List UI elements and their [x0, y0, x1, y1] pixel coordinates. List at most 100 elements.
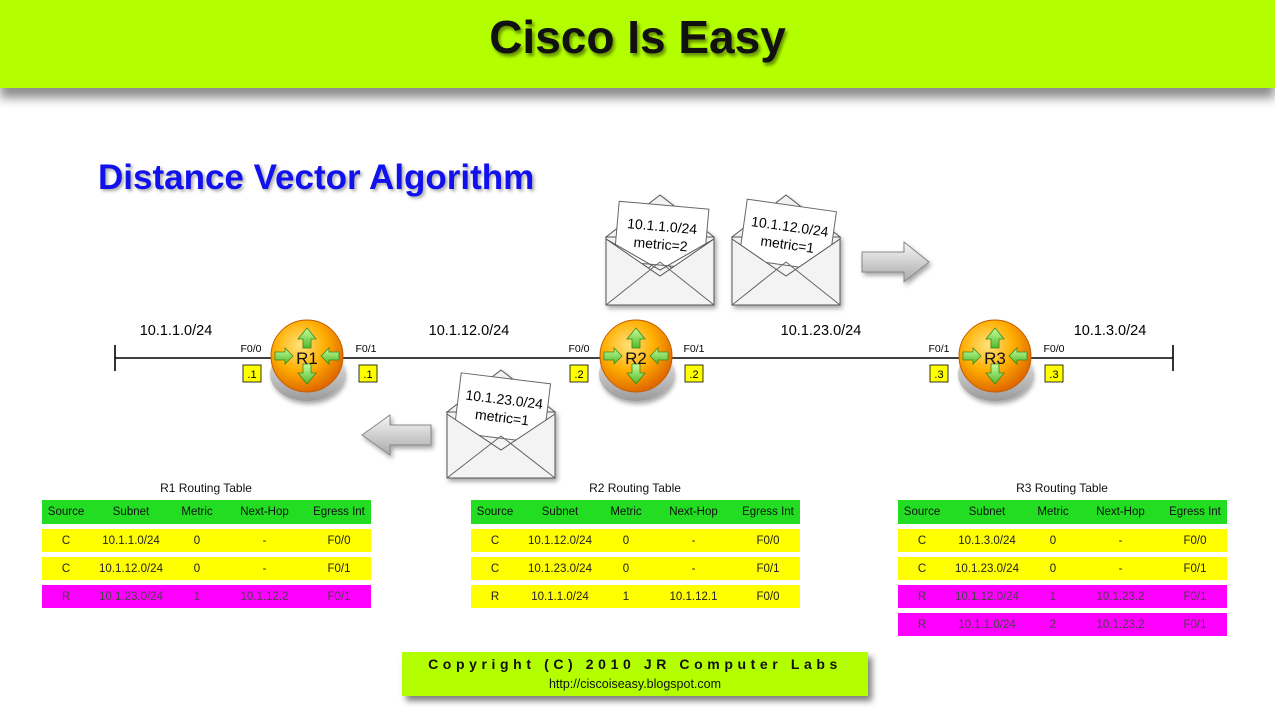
ip-suffix: .3	[934, 369, 943, 381]
cell-egress: F0/1	[307, 557, 371, 580]
cell-next-hop: -	[651, 529, 736, 552]
router-r3: R3 F0/1 F0/0 .3 .3	[928, 319, 1065, 401]
cell-egress: F0/1	[307, 585, 371, 608]
r3-table-title: R3 Routing Table	[1016, 481, 1108, 495]
column-header: Metric	[601, 500, 651, 524]
ip-suffix: .2	[574, 369, 583, 381]
cell-egress: F0/0	[736, 585, 800, 608]
cell-metric: 0	[1028, 557, 1078, 580]
router-name: R2	[625, 349, 647, 368]
cell-subnet: 10.1.1.0/24	[90, 529, 172, 552]
interface-label: F0/1	[928, 343, 949, 355]
network-label-r2-r3: 10.1.23.0/24	[781, 323, 862, 339]
cell-next-hop: -	[1078, 557, 1163, 580]
table-row: C 10.1.12.0/24 0 - F0/1	[42, 557, 371, 580]
cell-egress: F0/1	[1163, 613, 1227, 636]
column-header: Next-Hop	[651, 500, 736, 524]
router-r1: R1 F0/0 F0/1 .1 .1	[240, 319, 378, 401]
column-header: Next-Hop	[1078, 500, 1163, 524]
interface-label: F0/0	[240, 343, 261, 355]
routing-update-1: 10.1.1.0/24 metric=2	[604, 194, 716, 306]
routing-update-2: 10.1.12.0/24 metric=1	[730, 194, 842, 306]
router-name: R1	[296, 349, 318, 368]
r3-routing-table: Source Subnet Metric Next-Hop Egress Int…	[898, 495, 1227, 641]
cell-subnet: 10.1.23.0/24	[946, 557, 1028, 580]
table-header: Source Subnet Metric Next-Hop Egress Int	[471, 500, 800, 524]
cell-metric: 0	[172, 557, 222, 580]
column-header: Subnet	[90, 500, 172, 524]
column-header: Source	[898, 500, 946, 524]
cell-next-hop: 10.1.23.2	[1078, 613, 1163, 636]
ip-suffix: .3	[1049, 369, 1058, 381]
table-row: R 10.1.12.0/24 1 10.1.23.2 F0/1	[898, 585, 1227, 608]
router-name: R3	[984, 349, 1006, 368]
network-label-r3-lan: 10.1.3.0/24	[1074, 323, 1147, 339]
ip-badge	[684, 364, 704, 383]
interface-label: F0/1	[683, 343, 704, 355]
cell-subnet: 10.1.12.0/24	[946, 585, 1028, 608]
cell-source: R	[898, 613, 946, 636]
r1-routing-table: Source Subnet Metric Next-Hop Egress Int…	[42, 495, 371, 613]
cell-source: C	[42, 529, 90, 552]
cell-source: R	[42, 585, 90, 608]
column-header: Subnet	[519, 500, 601, 524]
ip-suffix: .1	[247, 369, 256, 381]
cell-next-hop: -	[1078, 529, 1163, 552]
cell-metric: 0	[1028, 529, 1078, 552]
cell-metric: 1	[1028, 585, 1078, 608]
cell-metric: 2	[1028, 613, 1078, 636]
column-header: Egress Int	[307, 500, 371, 524]
update-metric: metric=1	[760, 233, 816, 256]
table-row: R 10.1.1.0/24 2 10.1.23.2 F0/1	[898, 613, 1227, 636]
ip-suffix: .2	[689, 369, 698, 381]
table-header: Source Subnet Metric Next-Hop Egress Int	[42, 500, 371, 524]
cell-source: C	[471, 557, 519, 580]
table-row: R 10.1.23.0/24 1 10.1.12.2 F0/1	[42, 585, 371, 608]
cell-metric: 1	[601, 585, 651, 608]
cell-subnet: 10.1.1.0/24	[519, 585, 601, 608]
diagram-title: Distance Vector Algorithm	[98, 158, 535, 197]
r2-table-title: R2 Routing Table	[589, 481, 681, 495]
cell-metric: 1	[172, 585, 222, 608]
arrow-left-icon	[361, 414, 432, 456]
column-header: Source	[471, 500, 519, 524]
table-row: C 10.1.1.0/24 0 - F0/0	[42, 529, 371, 552]
table-row: C 10.1.12.0/24 0 - F0/0	[471, 529, 800, 552]
cell-subnet: 10.1.23.0/24	[519, 557, 601, 580]
cell-next-hop: -	[222, 529, 307, 552]
cell-egress: F0/1	[1163, 557, 1227, 580]
cell-subnet: 10.1.1.0/24	[946, 613, 1028, 636]
interface-label: F0/1	[355, 343, 376, 355]
ip-badge	[569, 364, 589, 383]
table-row: R 10.1.1.0/24 1 10.1.12.1 F0/0	[471, 585, 800, 608]
r2-routing-table: Source Subnet Metric Next-Hop Egress Int…	[471, 495, 800, 613]
column-header: Metric	[1028, 500, 1078, 524]
cell-egress: F0/0	[736, 529, 800, 552]
interface-label: F0/0	[568, 343, 589, 355]
page-title: Cisco Is Easy	[489, 11, 786, 63]
table-row: C 10.1.23.0/24 0 - F0/1	[471, 557, 800, 580]
cell-next-hop: -	[651, 557, 736, 580]
ip-badge	[1044, 364, 1064, 383]
column-header: Source	[42, 500, 90, 524]
column-header: Egress Int	[736, 500, 800, 524]
router-r2: R2 F0/0 F0/1 .2 .2	[568, 319, 705, 401]
cell-metric: 0	[601, 529, 651, 552]
column-header: Metric	[172, 500, 222, 524]
table-header: Source Subnet Metric Next-Hop Egress Int	[898, 500, 1227, 524]
cell-source: R	[898, 585, 946, 608]
cell-source: C	[42, 557, 90, 580]
arrow-right-icon	[861, 240, 930, 284]
column-header: Subnet	[946, 500, 1028, 524]
cell-source: C	[898, 557, 946, 580]
cell-subnet: 10.1.12.0/24	[90, 557, 172, 580]
website-link[interactable]: http://ciscoiseasy.blogspot.com	[548, 677, 722, 691]
header-banner: Cisco Is Easy	[0, 0, 1275, 88]
cell-source: C	[898, 529, 946, 552]
interface-label: F0/0	[1043, 343, 1064, 355]
ip-suffix: .1	[363, 369, 372, 381]
cell-subnet: 10.1.23.0/24	[90, 585, 172, 608]
column-header: Next-Hop	[222, 500, 307, 524]
cell-source: R	[471, 585, 519, 608]
